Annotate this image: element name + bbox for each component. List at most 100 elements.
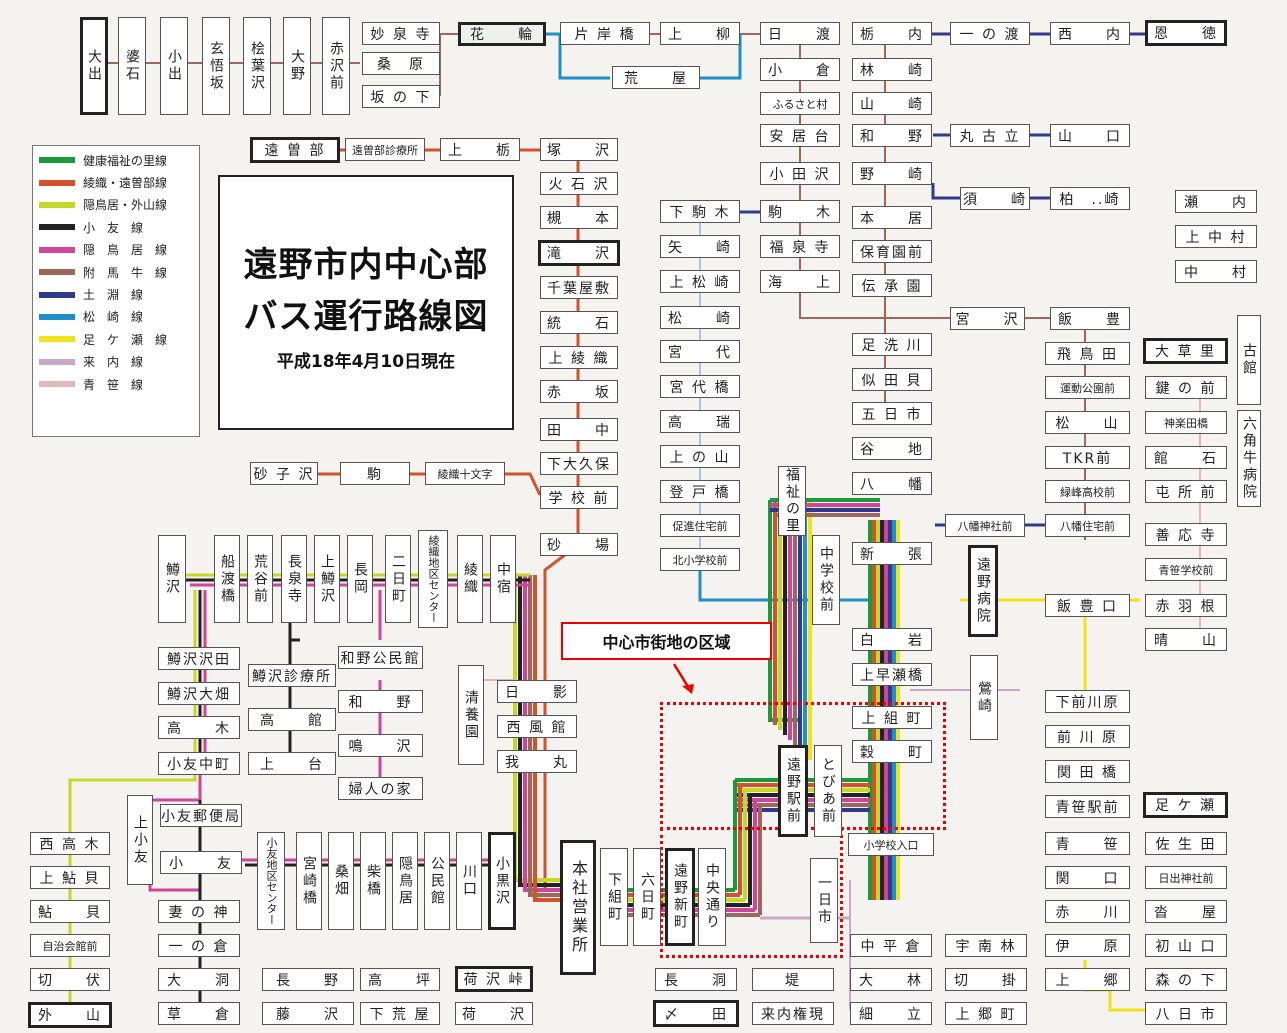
bus-stop[interactable]: 六角牛病院 [1237,410,1261,507]
bus-stop[interactable]: 砂 場 [540,533,618,556]
bus-stop[interactable]: 福 泉 寺 [760,235,840,258]
bus-stop[interactable]: 森 の 下 [1145,968,1227,991]
bus-stop[interactable]: 白 岩 [852,628,932,651]
bus-stop[interactable]: 玄悟坂 [202,17,230,115]
bus-stop[interactable]: 鮎 貝 [30,900,110,923]
bus-stop[interactable]: 外 山 [28,1002,112,1028]
bus-stop[interactable]: 日 影 [497,680,577,703]
bus-stop[interactable]: 宇 南 林 [945,934,1027,957]
bus-stop[interactable]: 中 村 [1175,260,1257,283]
bus-stop[interactable]: 赤 坂 [540,380,618,403]
bus-stop[interactable]: 一 の 倉 [158,934,240,957]
bus-stop[interactable]: 初 山 口 [1145,934,1227,957]
bus-stop[interactable]: 小黒沢 [488,832,516,930]
bus-stop[interactable]: 保育園前 [852,240,932,263]
bus-stop[interactable]: 来内権現 [752,1002,834,1025]
bus-stop[interactable]: 綾織 [457,535,483,623]
bus-stop[interactable]: 緑峰高校前 [1045,480,1130,503]
bus-stop[interactable]: 長 野 [262,968,354,991]
bus-stop[interactable]: 上 組 町 [852,706,932,729]
bus-stop[interactable]: 鱒沢 [158,535,186,623]
bus-stop[interactable]: 荷 沢 [455,1002,533,1025]
bus-stop[interactable]: 登 戸 橋 [660,480,740,503]
bus-stop[interactable]: 足 ケ 瀬 [1143,792,1228,818]
bus-stop[interactable]: 大 林 [850,968,932,991]
bus-stop[interactable]: 上 松 崎 [660,270,740,293]
bus-stop[interactable]: 安 居 台 [760,124,840,147]
bus-stop[interactable]: 長泉寺 [281,535,307,623]
bus-stop[interactable]: 荒 屋 [612,66,700,89]
bus-stop[interactable]: 青 笹 [1045,832,1130,855]
bus-stop[interactable]: 桧葉沢 [243,17,271,115]
bus-stop[interactable]: 赤 羽 根 [1145,594,1227,617]
bus-stop[interactable]: 西 高 木 [30,832,110,855]
bus-stop[interactable]: 妻 の 神 [158,900,240,923]
bus-stop[interactable]: 統 石 [540,311,618,334]
bus-stop[interactable]: 遠野病院 [968,545,998,637]
bus-stop[interactable]: 上鱒沢 [314,535,340,623]
bus-stop[interactable]: 丸 古 立 [950,124,1030,147]
bus-stop[interactable]: 中 平 倉 [850,934,932,957]
bus-stop[interactable]: 槻 本 [540,206,618,229]
bus-stop[interactable]: 荷 沢 峠 [455,966,533,992]
bus-stop[interactable]: 下組町 [600,848,628,946]
bus-stop[interactable]: 田 中 [540,418,618,441]
bus-stop[interactable]: 自治会館前 [30,934,110,957]
bus-stop[interactable]: 堤 [752,968,834,991]
bus-stop[interactable]: 小 友 [160,851,242,874]
bus-stop[interactable]: 桑 原 [362,52,440,75]
bus-stop[interactable]: 荒谷前 [247,535,273,623]
bus-stop[interactable]: 鳴 沢 [338,734,423,757]
bus-stop[interactable]: 鍵 の 前 [1145,376,1227,399]
bus-stop[interactable]: 関 口 [1045,866,1130,889]
bus-stop[interactable]: 恩 徳 [1145,20,1227,46]
bus-stop[interactable]: 長岡 [347,535,373,623]
bus-stop[interactable]: 上 栃 [440,138,520,161]
bus-stop[interactable]: TKR前 [1045,446,1130,469]
bus-stop[interactable]: 高 木 [158,716,240,739]
bus-stop[interactable]: 遠野駅前 [778,745,808,837]
bus-stop[interactable]: 鶯崎 [970,655,998,740]
bus-stop[interactable]: 飛 鳥 田 [1045,342,1130,365]
bus-stop[interactable]: 八幡神社前 [945,514,1025,537]
bus-stop[interactable]: 桑畑 [328,832,354,930]
bus-stop[interactable]: 上 郷 町 [945,1002,1027,1025]
bus-stop[interactable]: 小友郵便局 [160,804,242,827]
bus-stop[interactable]: 上 柳 [660,22,740,45]
bus-stop[interactable]: 坂 の 下 [362,85,440,108]
bus-stop[interactable]: 前 川 原 [1045,725,1130,748]
bus-stop[interactable]: 清養園 [458,665,484,765]
bus-stop[interactable]: 下前川原 [1045,690,1130,713]
bus-stop[interactable]: 本 居 [852,206,932,229]
bus-stop[interactable]: 隠鳥居 [392,832,418,930]
bus-stop[interactable]: 谷 地 [852,437,932,460]
bus-stop[interactable]: 火 石 沢 [540,172,618,195]
bus-stop[interactable]: 松 崎 [660,306,740,329]
bus-stop[interactable]: 善 応 寺 [1145,523,1227,546]
bus-stop[interactable]: 佐 生 田 [1145,832,1227,855]
bus-stop[interactable]: 宮崎橋 [296,832,322,930]
bus-stop[interactable]: 大野 [283,17,311,115]
bus-stop[interactable]: 神楽田橋 [1145,411,1227,434]
bus-stop[interactable]: 大 草 里 [1143,338,1228,364]
bus-stop[interactable]: 柴橋 [360,832,386,930]
bus-stop[interactable]: 学 校 前 [540,486,618,509]
bus-stop[interactable]: 中学校前 [812,535,840,625]
bus-stop[interactable]: 滝 沢 [538,240,620,266]
bus-stop[interactable]: 晴 山 [1145,628,1227,651]
bus-stop[interactable]: 山 崎 [852,92,932,115]
bus-stop[interactable]: 松 山 [1045,411,1130,434]
bus-stop[interactable]: 八幡住宅前 [1045,514,1130,537]
bus-stop[interactable]: 上 台 [248,752,336,775]
bus-stop[interactable]: 宮 沢 [950,307,1025,330]
bus-stop[interactable]: 婆石 [118,17,146,115]
bus-stop[interactable]: 西 風 館 [497,715,577,738]
bus-stop[interactable]: 和野公民館 [338,646,423,669]
bus-stop[interactable]: 上早瀬橋 [852,663,932,686]
bus-stop[interactable]: 足 洗 川 [852,333,932,356]
bus-stop[interactable]: 日 渡 [760,22,840,45]
bus-stop[interactable]: 須 崎 [960,187,1030,210]
bus-stop[interactable]: 関 田 橋 [1045,760,1130,783]
bus-stop[interactable]: 片 岸 橋 [560,22,650,45]
bus-stop[interactable]: 宮 代 [660,340,740,363]
